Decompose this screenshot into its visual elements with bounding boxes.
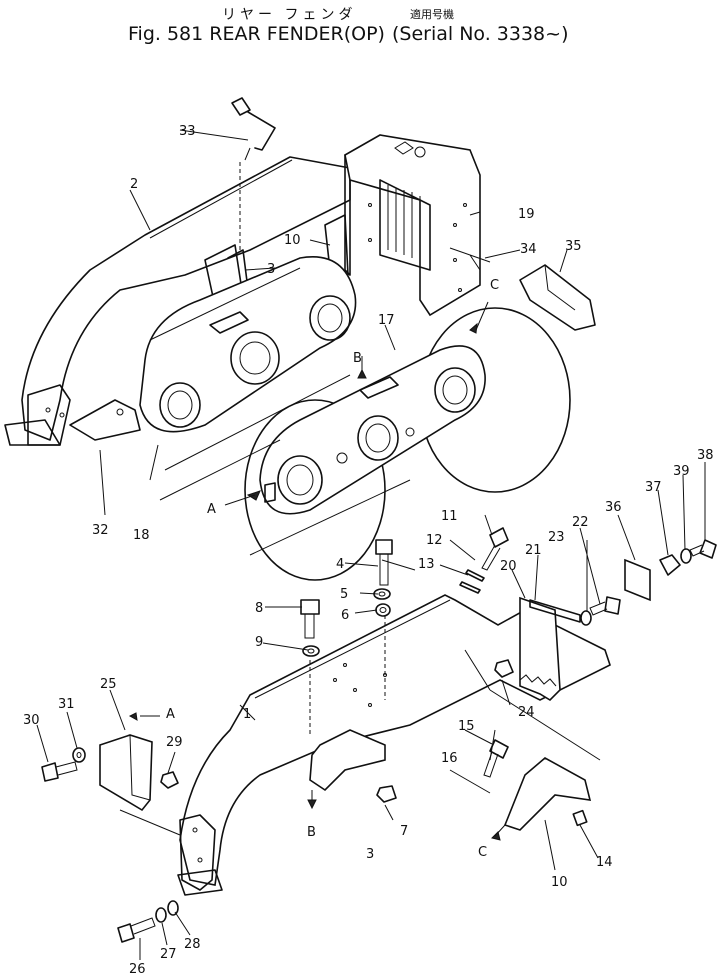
- view-label-a-lower: A: [166, 707, 175, 722]
- callout-35: 35: [565, 239, 582, 254]
- bolt-38: [689, 539, 717, 559]
- view-label-b-upper: B: [353, 351, 362, 366]
- callout-32: 32: [92, 523, 109, 538]
- track-pod-17: [244, 307, 571, 581]
- callout-labels: 1 2 3 3 4 5 6 7 8 9 10 10 11 12 13 14 15…: [23, 124, 714, 975]
- callout-38: 38: [697, 448, 714, 463]
- callout-12: 12: [426, 533, 443, 548]
- bracket-3-lower: [309, 729, 386, 792]
- callout-1: 1: [243, 707, 251, 722]
- callout-10-upper: 10: [284, 233, 301, 248]
- dashed-guides: [309, 615, 386, 735]
- callout-19: 19: [518, 207, 535, 222]
- callout-18: 18: [133, 528, 150, 543]
- bolt-15: [483, 739, 509, 778]
- callout-15: 15: [458, 719, 475, 734]
- callout-25: 25: [100, 677, 117, 692]
- strip-21: [529, 599, 581, 623]
- callout-33: 33: [179, 124, 196, 139]
- callout-16: 16: [441, 751, 458, 766]
- callout-36: 36: [605, 500, 622, 515]
- wire-bracket-33: [231, 97, 276, 250]
- callout-22: 22: [572, 515, 589, 530]
- callout-3-lower: 3: [366, 847, 374, 862]
- callout-9: 9: [255, 635, 263, 650]
- bolt-11: [481, 527, 509, 571]
- mud-flap-20: [519, 596, 561, 702]
- callout-14: 14: [596, 855, 613, 870]
- callout-8: 8: [255, 601, 263, 616]
- callout-24: 24: [518, 705, 535, 720]
- callout-11: 11: [441, 509, 458, 524]
- callout-27: 27: [160, 947, 177, 962]
- callout-20: 20: [500, 559, 517, 574]
- view-label-c-lower: C: [478, 845, 487, 860]
- view-label-c-upper: C: [490, 278, 499, 293]
- callout-34: 34: [520, 242, 537, 257]
- callout-31: 31: [58, 697, 75, 712]
- bracket-35: [519, 264, 596, 331]
- bolt-30: [41, 761, 78, 782]
- ground-lines: [159, 374, 411, 556]
- front-fender-box: [344, 134, 481, 317]
- callout-4: 4: [336, 557, 344, 572]
- bracket-25: [99, 734, 153, 812]
- plate-36: [624, 558, 651, 602]
- view-label-b-lower: B: [307, 825, 316, 840]
- callout-17: 17: [378, 313, 395, 328]
- japanese-serial-label: 適用号機: [410, 8, 454, 21]
- bolt-22: [589, 596, 621, 616]
- upper-fender-shell: [4, 156, 351, 446]
- callout-28: 28: [184, 937, 201, 952]
- callout-23: 23: [548, 530, 565, 545]
- bolt-26: [117, 917, 156, 943]
- callout-3-upper: 3: [267, 262, 275, 277]
- callout-37: 37: [645, 480, 662, 495]
- figure-title: Fig. 581 REAR FENDER(OP): [128, 23, 385, 45]
- callout-10-lower: 10: [551, 875, 568, 890]
- japanese-title: リヤー フェンダ: [222, 7, 357, 23]
- track-pod-18: [139, 256, 357, 433]
- callout-2: 2: [130, 177, 138, 192]
- callout-13: 13: [418, 557, 435, 572]
- wire-34: [449, 247, 491, 271]
- callout-7: 7: [400, 824, 408, 839]
- callout-29: 29: [166, 735, 183, 750]
- callout-26: 26: [129, 962, 146, 975]
- shims-12-13: [459, 569, 485, 594]
- callout-5: 5: [340, 587, 348, 602]
- bolt-8: [300, 599, 320, 639]
- callout-30: 30: [23, 713, 40, 728]
- callout-39: 39: [673, 464, 690, 479]
- view-label-a-upper: A: [207, 502, 216, 517]
- pin-14: [572, 809, 588, 827]
- bolt-4: [375, 539, 393, 586]
- bracket-10-lower: [503, 757, 592, 831]
- callout-6: 6: [341, 608, 349, 623]
- leader-guides: [119, 649, 601, 836]
- callout-21: 21: [525, 543, 542, 558]
- serial-range: (Serial No. 3338~): [392, 23, 569, 45]
- view-arrows: [128, 301, 506, 841]
